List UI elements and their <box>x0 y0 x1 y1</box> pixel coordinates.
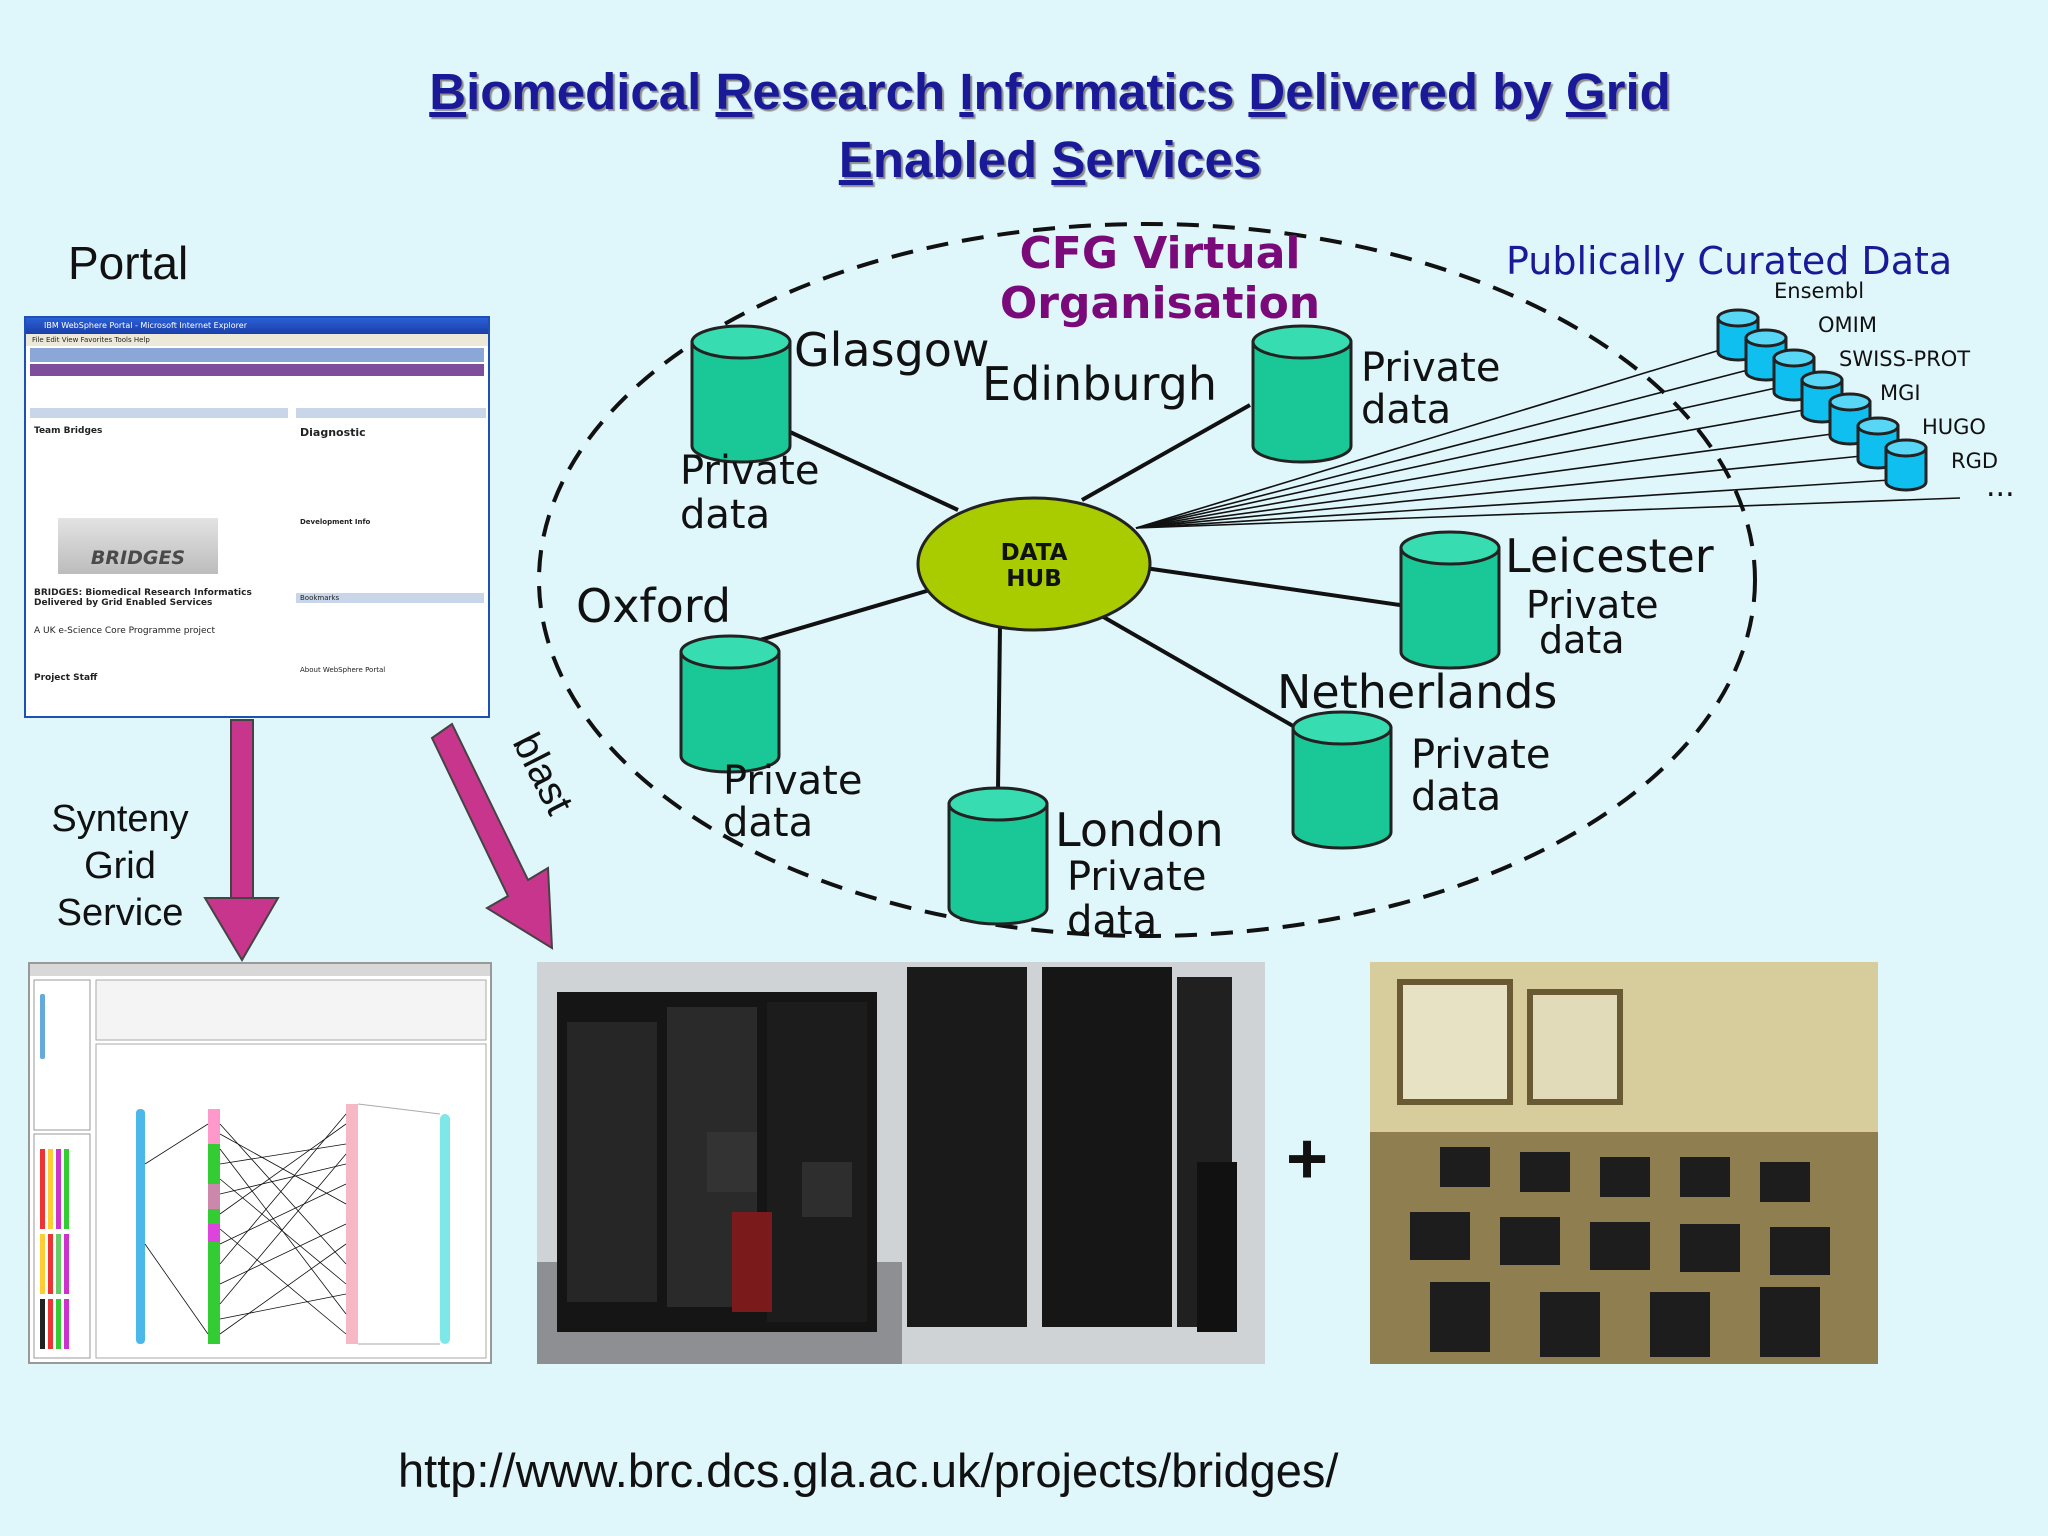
svg-text:data: data <box>1539 618 1625 662</box>
portal-description: BRIDGES: Biomedical Research Informatics… <box>34 588 252 608</box>
public-data-title: Publically Curated Data <box>1506 239 1952 283</box>
blast-arrow <box>430 722 554 950</box>
svg-text:data: data <box>1361 387 1451 433</box>
svg-text:data: data <box>680 492 770 538</box>
synteny-screenshot <box>28 962 492 1364</box>
source-ensembl: Ensembl <box>1774 279 1864 303</box>
svg-text:data: data <box>723 800 813 846</box>
svg-text:DATA: DATA <box>1001 540 1068 566</box>
cylinder-glasgow <box>690 324 792 464</box>
virtual-organisation-boundary <box>537 222 1757 938</box>
portal-window-title: IBM WebSphere Portal - Microsoft Interne… <box>26 318 488 334</box>
portal-bookmarks: Bookmarks <box>300 594 340 602</box>
vo-title-line-2: Organisation <box>1000 278 1320 329</box>
source-hugo: HUGO <box>1922 415 1986 439</box>
site-name-glasgow: Glasgow <box>794 323 990 377</box>
cylinder-london <box>947 786 1049 926</box>
chromosome-strips <box>40 1149 69 1349</box>
public-data-links <box>1135 349 1961 529</box>
plus-sign: + <box>1286 1119 1329 1199</box>
server-photo <box>537 962 1265 1364</box>
private-label-netherlands: Private <box>1411 732 1550 778</box>
portal-about: About WebSphere Portal <box>300 666 386 674</box>
vo-title-line-1: CFG Virtual <box>1020 228 1301 279</box>
cylinder-edinburgh <box>1251 324 1353 464</box>
portal-nav-bar <box>30 348 484 362</box>
public-db-cylinder-6 <box>1884 438 1928 492</box>
synteny-links <box>144 1113 347 1335</box>
site-labels: Glasgow Private data Edinburgh Private d… <box>576 323 1714 944</box>
hub-spokes <box>759 403 1401 791</box>
data-hub: DATA HUB <box>916 496 1152 632</box>
source-swiss-prot: SWISS-PROT <box>1839 347 1970 371</box>
portal-programme: A UK e-Science Core Programme project <box>34 626 215 636</box>
site-name-netherlands: Netherlands <box>1277 665 1557 719</box>
portal-team-heading: Team Bridges <box>34 426 103 436</box>
private-label-glasgow: Private <box>680 448 819 494</box>
site-name-leicester: Leicester <box>1505 529 1714 583</box>
synteny-grid-service-label: Synteny Grid Service <box>51 798 189 934</box>
public-db-cylinder-3 <box>1800 370 1844 424</box>
portal-menu: File Edit View Favorites Tools Help <box>26 334 488 346</box>
svg-text:HUB: HUB <box>1006 566 1061 592</box>
portal-staff-heading: Project Staff <box>34 673 98 683</box>
cylinder-oxford <box>679 634 781 774</box>
source-more: ... <box>1986 469 2015 504</box>
site-name-oxford: Oxford <box>576 579 731 633</box>
synteny-arrow <box>203 719 280 962</box>
portal-right-column: Diagnostic Development Info Bookmarks Ab… <box>296 408 486 708</box>
source-rgd: RGD <box>1951 449 1998 473</box>
private-label-leicester: Private <box>1526 583 1658 627</box>
private-label-edinburgh: Private <box>1361 345 1500 391</box>
portal-tab-bar <box>30 364 484 376</box>
site-name-london: London <box>1055 803 1224 857</box>
page-title: Biomedical Research Informatics Delivere… <box>0 58 2048 194</box>
portal-left-column: Team Bridges BRIDGES BRIDGES: Biomedical… <box>30 408 288 708</box>
blast-label: blast <box>504 726 582 821</box>
portal-label: Portal <box>68 237 189 289</box>
synteny-view <box>30 964 490 1359</box>
bridges-logo: BRIDGES <box>58 518 218 574</box>
cylinder-leicester <box>1399 530 1501 670</box>
private-label-oxford: Private <box>723 758 862 804</box>
portal-diagnostic-heading: Diagnostic <box>300 426 366 439</box>
svg-text:data: data <box>1411 774 1501 820</box>
title-line-1: Biomedical Research Informatics Delivere… <box>429 63 1671 120</box>
portal-dev-info: Development Info <box>300 518 371 526</box>
cylinder-netherlands <box>1291 710 1393 850</box>
public-source-labels: Ensembl OMIM SWISS-PROT MGI HUGO RGD ... <box>1774 279 2015 504</box>
project-url[interactable]: http://www.brc.dcs.gla.ac.uk/projects/br… <box>398 1444 1339 1497</box>
source-mgi: MGI <box>1880 381 1921 405</box>
svg-text:data: data <box>1067 898 1157 944</box>
computer-lab-photo <box>1370 962 1878 1364</box>
site-name-edinburgh: Edinburgh <box>982 357 1217 411</box>
portal-screenshot: IBM WebSphere Portal - Microsoft Interne… <box>24 316 490 718</box>
source-omim: OMIM <box>1818 313 1877 337</box>
title-line-2: Enabled Services <box>838 131 1262 188</box>
private-label-london: Private <box>1067 854 1206 900</box>
